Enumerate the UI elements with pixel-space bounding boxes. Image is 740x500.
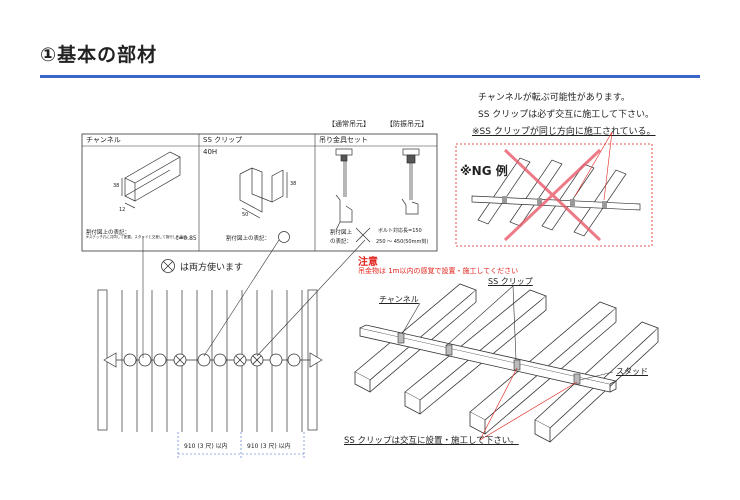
hanger-set-drawing — [335, 148, 420, 231]
table-header-clip: SS クリップ — [203, 136, 243, 144]
caution-title: 注意 — [358, 257, 378, 268]
channel-drawing — [121, 151, 181, 209]
table-header-hanger: 吊り金具セット — [319, 136, 368, 144]
note-line-1: チャンネルが転ぶ可能性があります。 — [478, 93, 630, 103]
table-header-channel: チャンネル — [86, 136, 121, 144]
hanger-bolt-size: ボルト対応長=150 — [378, 228, 422, 234]
page-title: ①基本の部材 — [40, 44, 158, 66]
title-underline — [40, 75, 700, 78]
iso-footer-note: SS クリップは交互に設置・施工して下さい。 — [344, 436, 519, 446]
hanger-type-normal: 【通常吊元】 — [328, 120, 370, 128]
caution-text: 吊金物は 1m以内の感覚で設置・施工してください — [358, 267, 519, 275]
table-header-clip-sub: 40H — [203, 148, 218, 156]
iso-label-clip: SS クリップ — [488, 277, 533, 286]
iso-label-stud: スタッド — [616, 367, 648, 376]
plan-dim-right: 910 (3 尺) 以内 — [247, 443, 291, 450]
hanger-notation-cross — [355, 227, 371, 243]
hanger-notation-label-1: 割付図上 — [330, 230, 353, 236]
hanger-bolt-range: 250 ～ 450(50mm刻) — [376, 239, 429, 245]
channel-dim-height: 38 — [113, 183, 120, 189]
legend-text: は両方使います — [180, 263, 244, 273]
clip-notation-circle — [278, 231, 290, 243]
clip-dim-height: 38 — [290, 181, 297, 187]
clip-notation-label: 割付図上の表記： — [226, 236, 271, 242]
hanger-type-earthquake: 【防振吊元】 — [386, 120, 428, 128]
ss-clip-drawing — [239, 167, 288, 219]
ng-cross-mark — [503, 148, 602, 242]
channel-dim-width: 12 — [119, 207, 126, 213]
hanger-notation-label-2: の表記： — [330, 239, 353, 245]
note-line-3: ※SS クリップが同じ方向に施工されている。 — [472, 127, 656, 137]
clip-dim-width: 50 — [242, 212, 249, 218]
channel-thickness: t=0.85 — [176, 235, 197, 242]
ng-label: ※NG 例 — [460, 164, 508, 178]
channel-notation-label: 割付図上の表記： — [86, 230, 131, 236]
iso-label-channel: チャンネル — [379, 295, 419, 304]
note-line-2: SS クリップは必ず交互に施工して下さい。 — [478, 110, 655, 120]
channel-notation-note: ※ステッチ孔に共同して配置。スタッドと交差して施行した後は。 — [86, 235, 191, 239]
plan-dim-left: 910 (3 尺) 以内 — [184, 443, 228, 450]
legend-symbol — [161, 259, 175, 273]
